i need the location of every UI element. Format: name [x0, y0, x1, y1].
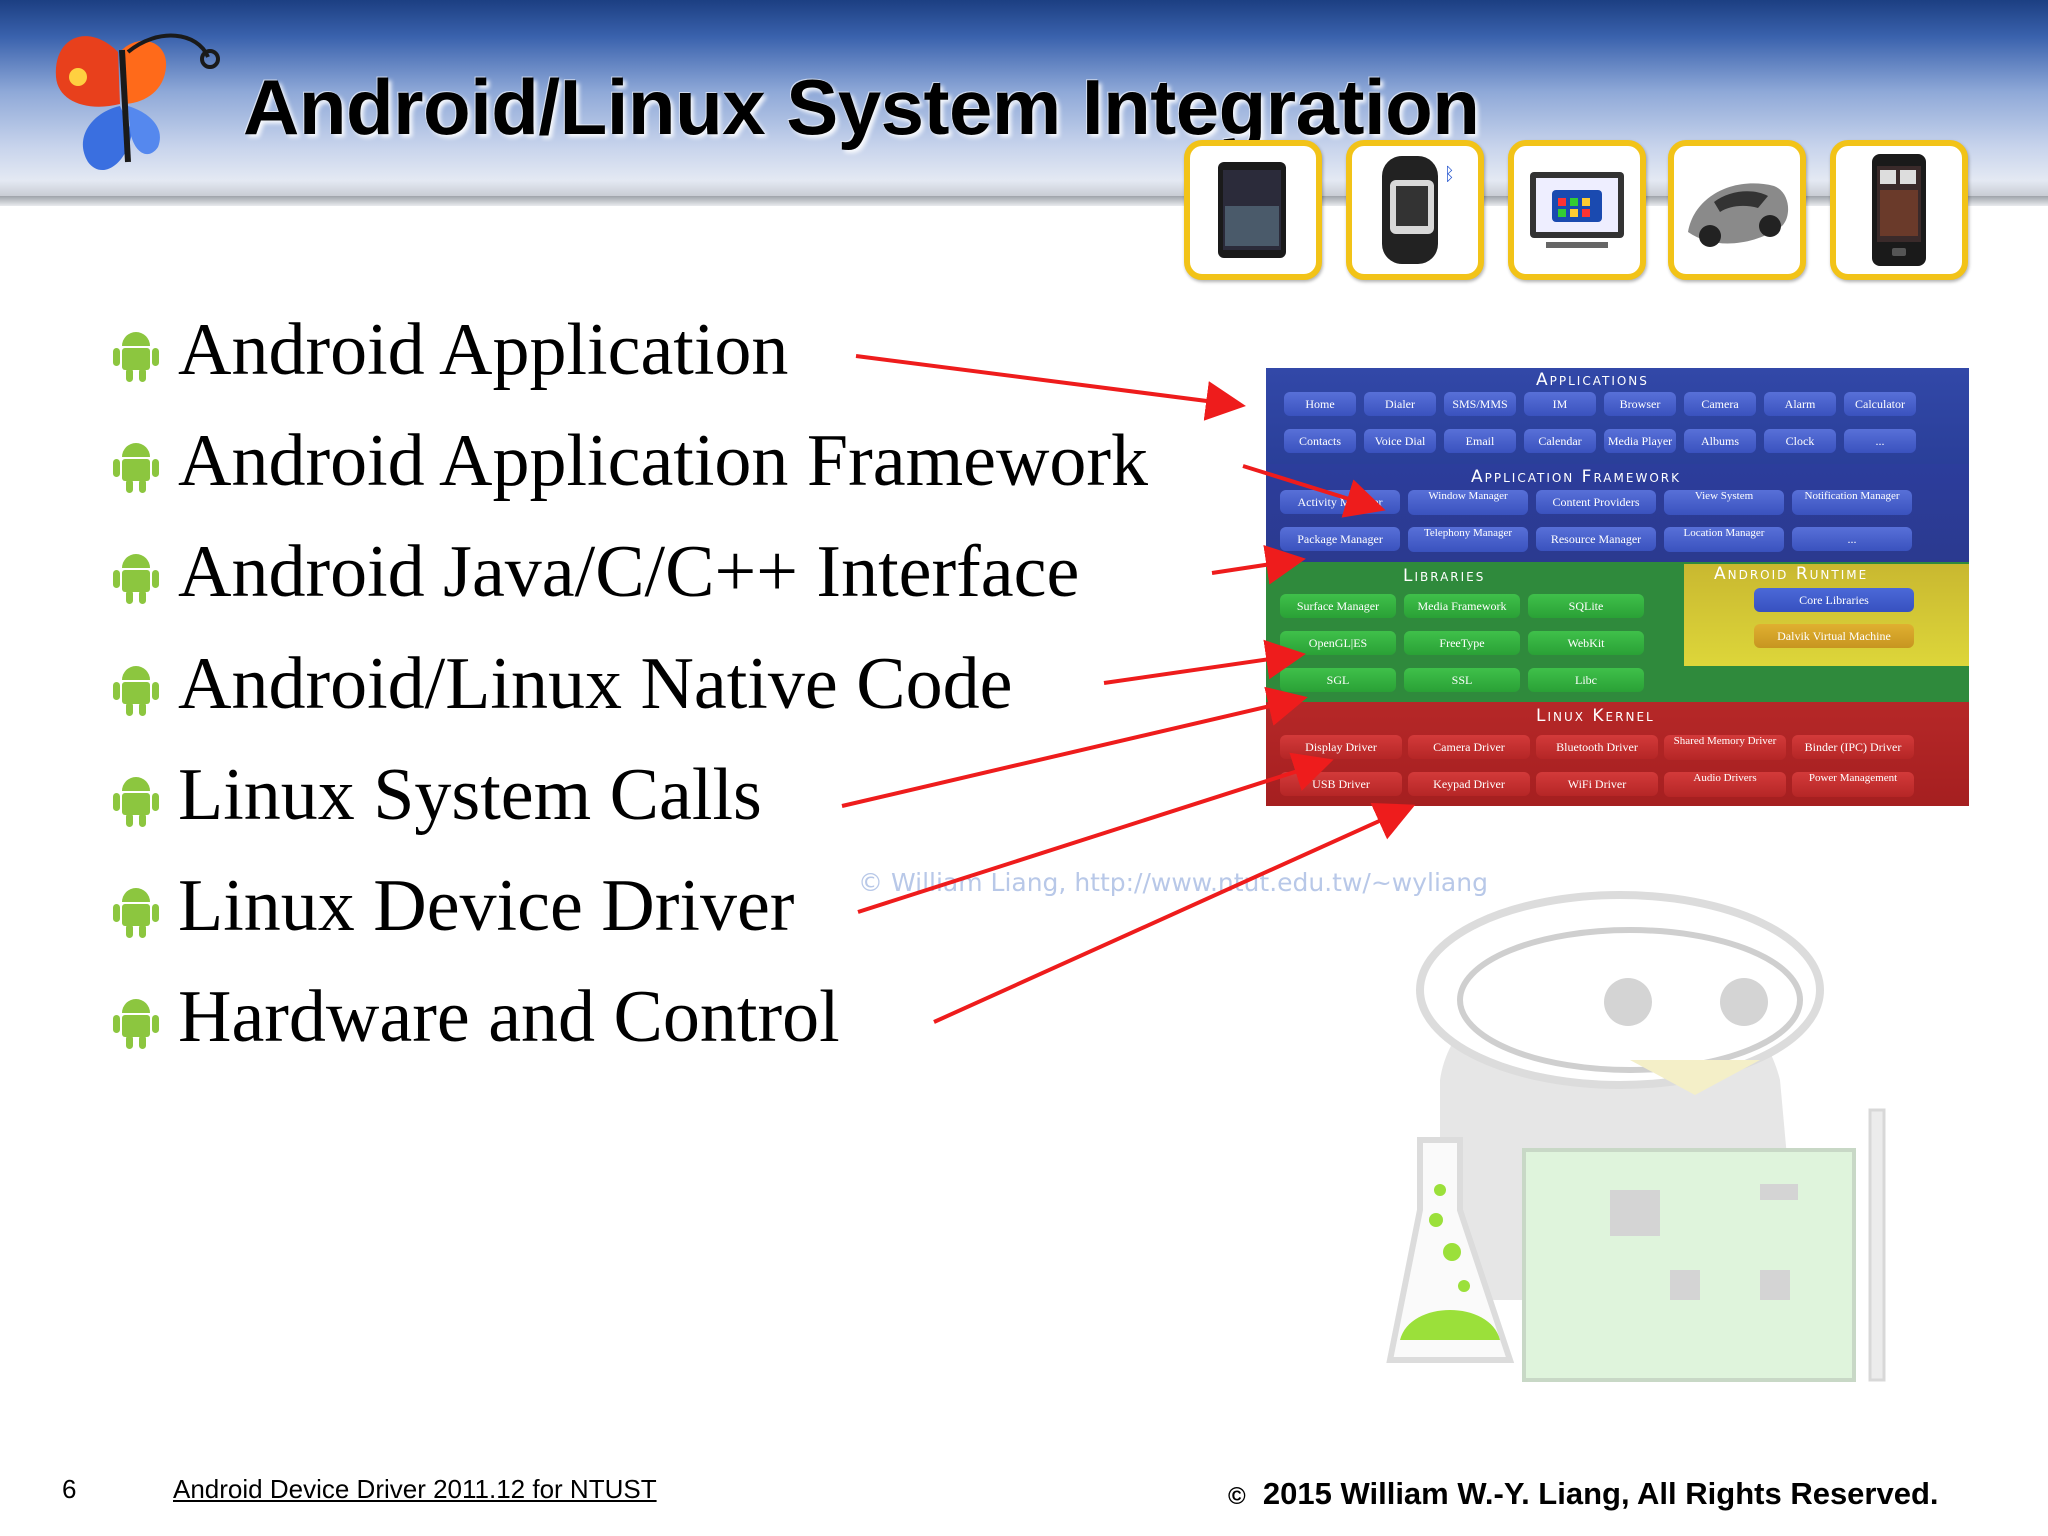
page-number: 6: [62, 1474, 77, 1504]
library-box: SSL: [1404, 668, 1520, 692]
android-bullet-icon: [113, 554, 159, 604]
course-link[interactable]: Android Device Driver 2011.12 for NTUST: [173, 1474, 657, 1504]
android-bullet-icon: [113, 888, 159, 938]
app-box: Home: [1284, 392, 1356, 416]
arrow-hardware: [933, 802, 1416, 1024]
framework-box: Resource Manager: [1536, 527, 1656, 551]
smartwatch-icon: ᛒ: [1382, 156, 1455, 264]
kernel-box: Audio Drivers: [1664, 772, 1786, 797]
android-bullet-icon: [113, 666, 159, 716]
library-box: FreeType: [1404, 631, 1520, 655]
kernel-box: Power Management: [1792, 772, 1914, 797]
device-tablet: [1184, 140, 1322, 280]
device-tv: [1508, 140, 1646, 280]
app-box: Browser: [1604, 392, 1676, 416]
library-box: OpenGL|ES: [1280, 631, 1396, 655]
android-bullet-icon: [113, 777, 159, 827]
framework-box: ...: [1792, 527, 1912, 551]
phone-icon: [1872, 154, 1926, 266]
app-box: Albums: [1684, 429, 1756, 453]
penguin-illustration: [1386, 891, 1886, 1382]
android-bullet-icon: [113, 999, 159, 1049]
kernel-box: Shared Memory Driver: [1664, 735, 1786, 760]
runtime-box: Core Libraries: [1754, 588, 1914, 612]
kernel-box: Display Driver: [1280, 735, 1402, 759]
bullet-text: Linux System Calls: [178, 754, 762, 836]
app-box: Dialer: [1364, 392, 1436, 416]
framework-box: Telephony Manager: [1408, 527, 1528, 552]
android-bullet-icon: [113, 332, 159, 382]
watermark: © William Liang, http://www.ntut.edu.tw/…: [858, 868, 1488, 897]
framework-box: Window Manager: [1408, 490, 1528, 515]
butterfly-logo: [55, 33, 220, 171]
app-box: Calendar: [1524, 429, 1596, 453]
framework-box: Package Manager: [1280, 527, 1400, 551]
app-box: Contacts: [1284, 429, 1356, 453]
framework-box: Content Providers: [1536, 490, 1656, 514]
framework-box: Activity Manager: [1280, 490, 1400, 514]
android-bullet-icon: [113, 443, 159, 493]
copyright-text: 2015 William W.-Y. Liang, All Rights Res…: [1262, 1476, 1939, 1511]
kernel-box: Keypad Driver: [1408, 772, 1530, 796]
runtime-box: Dalvik Virtual Machine: [1754, 624, 1914, 648]
bullet-text: Android Application Framework: [178, 420, 1149, 502]
library-box: Media Framework: [1404, 594, 1520, 618]
app-box: Voice Dial: [1364, 429, 1436, 453]
android-architecture-diagram: Applications Application Framework Libra…: [1266, 368, 1969, 806]
bullet-text: Linux Device Driver: [178, 865, 795, 947]
device-smartwatch: ᛒ: [1346, 140, 1484, 280]
libraries-title: Libraries: [1403, 566, 1486, 586]
framework-title: Application Framework: [1471, 467, 1681, 487]
library-box: WebKit: [1528, 631, 1644, 655]
library-box: Libc: [1528, 668, 1644, 692]
arrow-application: [855, 354, 1246, 421]
app-box: Email: [1444, 429, 1516, 453]
applications-title: Applications: [1536, 370, 1649, 390]
title-bar-shadow: [0, 196, 2048, 206]
library-box: Surface Manager: [1280, 594, 1396, 618]
bullet-text: Android Application: [178, 309, 789, 391]
bullet-text: Android/Linux Native Code: [178, 643, 1013, 725]
app-box: ...: [1844, 429, 1916, 453]
runtime-layer: [1684, 564, 1969, 666]
car-icon: [1688, 183, 1789, 247]
framework-box: Notification Manager: [1792, 490, 1912, 515]
copyright: © 2015 William W.-Y. Liang, All Rights R…: [1228, 1476, 1939, 1512]
tv-icon: [1530, 172, 1624, 248]
bullet-text: Android Java/C/C++ Interface: [178, 531, 1080, 613]
kernel-box: USB Driver: [1280, 772, 1402, 796]
runtime-title: Android Runtime: [1714, 564, 1869, 584]
app-box: Alarm: [1764, 392, 1836, 416]
tablet-icon: [1218, 162, 1286, 258]
copyright-symbol: ©: [1228, 1483, 1246, 1510]
kernel-box: Bluetooth Driver: [1536, 735, 1658, 759]
library-box: SQLite: [1528, 594, 1644, 618]
app-box: Media Player: [1604, 429, 1676, 453]
svg-text:ᛒ: ᛒ: [1444, 164, 1455, 185]
app-box: SMS/MMS: [1444, 392, 1516, 416]
library-box: SGL: [1280, 668, 1396, 692]
app-box: Clock: [1764, 429, 1836, 453]
kernel-box: Binder (IPC) Driver: [1792, 735, 1914, 759]
slide-title: Android/Linux System Integration: [243, 63, 1480, 151]
kernel-title: Linux Kernel: [1536, 706, 1655, 726]
device-car: [1668, 140, 1806, 280]
framework-box: View System: [1664, 490, 1784, 515]
bullet-text: Hardware and Control: [178, 976, 840, 1058]
kernel-box: WiFi Driver: [1536, 772, 1658, 796]
app-box: Calculator: [1844, 392, 1916, 416]
framework-box: Location Manager: [1664, 527, 1784, 552]
app-box: IM: [1524, 392, 1596, 416]
device-phone: [1830, 140, 1968, 280]
kernel-box: Camera Driver: [1408, 735, 1530, 759]
app-box: Camera: [1684, 392, 1756, 416]
